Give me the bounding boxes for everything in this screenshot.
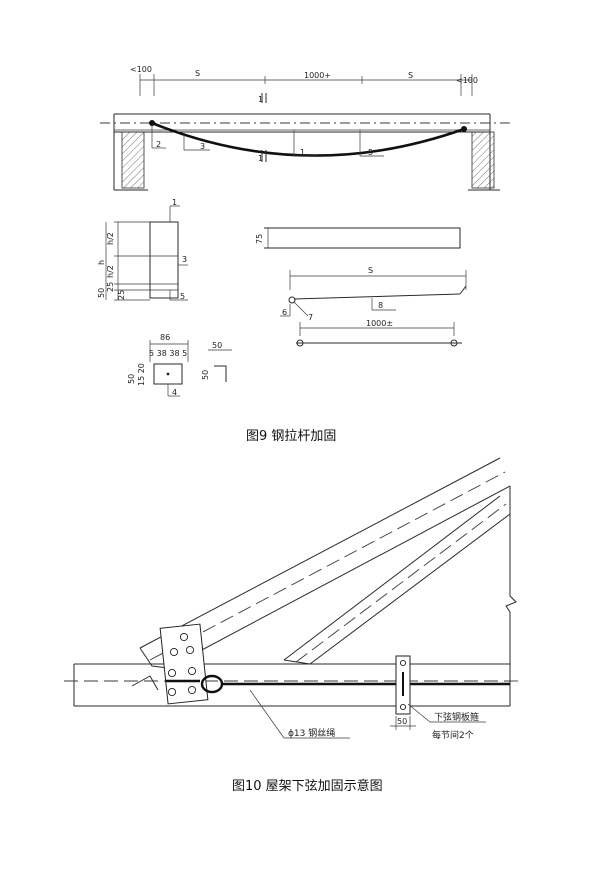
steel-tie-rod (151, 121, 465, 157)
section-mark-bottom: 1 (258, 154, 263, 163)
dim-lt100-right: <100 (456, 76, 478, 85)
dim-h2-top: h/2 (106, 232, 115, 245)
fig9-plate: 86 5 38 38 5 4 50 15 20 50 50 (127, 333, 232, 397)
fig9-section: 1 3 5 h/2 h/2 h 25 25 50 (97, 198, 188, 301)
dim-1000-bottom: 1000± (366, 319, 393, 328)
section-mark-top: 1 (258, 95, 263, 104)
label-1: 1 (300, 148, 305, 157)
dim-75: 75 (255, 234, 264, 244)
dim-s-left: S (195, 69, 200, 78)
dim-86: 86 (160, 333, 170, 342)
dim-s-bottom: S (368, 266, 373, 275)
fig10-truss: 50 下弦钢板箍 每节间2个 ϕ13 钢丝绳 (64, 457, 520, 741)
dim-s-right: S (408, 71, 413, 80)
wire-label: ϕ13 钢丝绳 (288, 727, 335, 739)
dim-50-top: 50 (212, 341, 222, 350)
dim-h: h (97, 260, 106, 265)
fig9-elevation: <100 S 1000+ S <100 1 2 3 1 (100, 65, 510, 191)
dim-50-side: 50 (201, 370, 210, 380)
label-7: 7 (308, 313, 313, 322)
bolt-icon (179, 632, 189, 642)
bolt-icon (399, 703, 407, 711)
bolt-icon (187, 685, 197, 695)
label-5-section: 5 (180, 292, 185, 301)
label-5: 5 (368, 148, 373, 157)
dim-small: 15 20 (137, 363, 146, 386)
left-wall (121, 131, 145, 189)
bolt-icon (169, 647, 179, 657)
right-wall (471, 131, 495, 189)
bolt-icon (399, 659, 407, 667)
label-6: 6 (282, 308, 287, 317)
hoop-note: 每节间2个 (432, 729, 474, 741)
fig9-caption: 图9 钢拉杆加固 (246, 429, 336, 444)
label-3: 3 (200, 142, 205, 151)
dim-lt100-left: <100 (130, 65, 152, 74)
bolt-icon (167, 668, 177, 678)
bolt-icon (187, 666, 197, 676)
hoop-dim-50: 50 (397, 717, 407, 726)
label-1-section: 1 (172, 198, 177, 207)
dim-50-section: 50 (97, 288, 106, 298)
label-2: 2 (156, 140, 161, 149)
dim-50-left: 50 (127, 374, 136, 384)
dim-25a: 25 (106, 282, 115, 292)
hoop-label: 下弦钢板箍 (434, 711, 479, 723)
dim-h2-bot: h/2 (106, 265, 115, 278)
bolt-icon (167, 687, 177, 697)
label-4: 4 (172, 388, 177, 397)
gusset-plate (159, 623, 209, 705)
fig10-caption: 图10 屋架下弦加固示意图 (232, 778, 383, 794)
label-3-section: 3 (182, 255, 187, 264)
dim-row: 5 38 38 5 (149, 349, 187, 358)
dim-25b: 25 (117, 290, 126, 300)
label-8: 8 (378, 301, 383, 310)
bolt-icon (185, 645, 195, 655)
dim-1000: 1000+ (304, 71, 331, 80)
fig9-rods: 75 S 7 6 8 1000± (255, 227, 467, 347)
